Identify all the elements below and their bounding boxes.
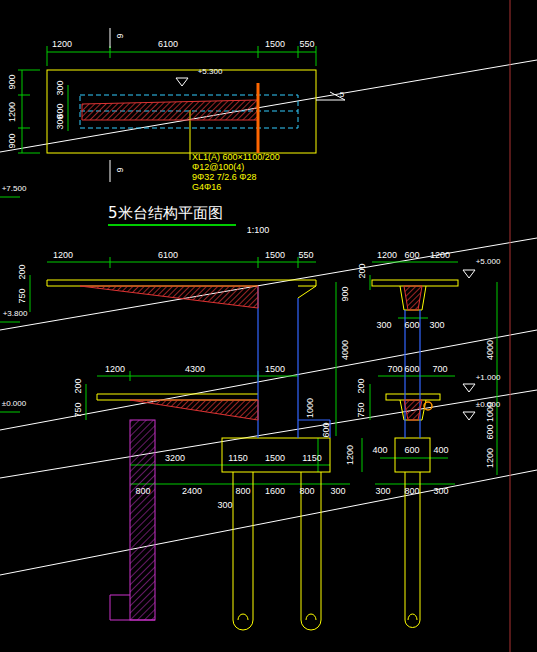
dimension-label: 300 [56, 80, 65, 95]
dimension-label: 4300 [185, 365, 205, 374]
dimension-label: 1200 [105, 365, 125, 374]
dimension-label: 600 [404, 365, 419, 374]
dimension-label: 9Φ32 7/2.6 Φ28 [192, 173, 256, 182]
dimension-label: 1200 [8, 102, 17, 122]
dimension-label: 600 [404, 251, 419, 260]
dimension-label: 4000 [486, 340, 495, 360]
dimension-label: 1200 [52, 40, 72, 49]
dimension-label: 1200 [430, 251, 450, 260]
dimension-label: 400 [372, 446, 387, 455]
dimension-label: 1150 [228, 454, 247, 463]
drawing-title: 5米台结构平面图 [108, 206, 223, 221]
dimension-label: 900 [8, 74, 17, 89]
dimension-label: 1500 [265, 454, 285, 463]
dimension-label: Φ12@100(4) [192, 163, 244, 172]
dimension-label: 600 [404, 321, 419, 330]
dimension-label: 1000 [306, 398, 315, 418]
dimension-label: +5.300 [198, 68, 223, 76]
dimension-label: 800 [235, 487, 250, 496]
dimension-label: 9 [116, 33, 125, 38]
dimension-label: 300 [330, 487, 345, 496]
dimension-label: 300 [429, 321, 444, 330]
dimension-label: XL1(A) 600×1100/200 [192, 153, 280, 162]
dimension-label: 2400 [182, 487, 202, 496]
dimension-label: 300 [217, 501, 232, 510]
dimension-label: 9 [116, 167, 125, 172]
dimension-label: +3.800 [3, 310, 28, 318]
dimension-label: 1:100 [247, 226, 270, 235]
dimension-label: 1200 [486, 448, 495, 468]
dimension-label: ±0.000 [2, 400, 26, 408]
dimension-label: 1150 [302, 454, 321, 463]
dimension-label: 900 [8, 133, 17, 148]
dimension-label: 700 [432, 365, 447, 374]
dimension-label: 1200 [53, 251, 73, 260]
dimension-label: +1.000 [476, 374, 501, 382]
dimension-label: 6100 [158, 40, 178, 49]
dimension-label: +7.500 [2, 185, 27, 193]
dimension-label: 4000 [341, 340, 350, 360]
dimension-label: 550 [299, 40, 314, 49]
dimension-label: 600 [322, 422, 331, 437]
dimension-label: 1500 [265, 251, 285, 260]
dimension-label: 300 [433, 487, 448, 496]
dimension-label: 600 [486, 424, 495, 439]
dimension-label: 750 [74, 402, 83, 417]
dimension-label: G4Φ16 [192, 183, 221, 192]
dimension-label: 750 [18, 288, 27, 303]
dimension-label: 750 [357, 402, 366, 417]
dimension-label: 800 [135, 487, 150, 496]
dimension-label: 1500 [265, 40, 285, 49]
dimension-label: 200 [18, 264, 27, 279]
dimension-label: 3200 [165, 454, 185, 463]
dimension-label: 1200 [346, 445, 355, 465]
dimension-label: 900 [341, 286, 350, 301]
dimension-label: 400 [433, 446, 448, 455]
dimension-label: 200 [358, 263, 367, 278]
dimension-label: 1200 [377, 251, 397, 260]
dimension-label: 550 [298, 251, 313, 260]
dimension-label: 200 [74, 378, 83, 393]
dimension-label: 300 [376, 321, 391, 330]
dimension-label: 6100 [158, 251, 178, 260]
dimension-label: 300 [375, 487, 390, 496]
dimension-label: 800 [299, 487, 314, 496]
dimension-label: 5 [340, 91, 344, 99]
dimension-label: 1500 [265, 365, 285, 374]
dimension-label: 700 [387, 365, 402, 374]
dimension-label: 600 [404, 446, 419, 455]
dimension-label: +5.000 [476, 258, 501, 266]
dimension-label: 1000 [486, 402, 495, 422]
dimension-label: 1600 [265, 487, 285, 496]
dimension-label: 800 [404, 487, 419, 496]
dimension-label: 300 [56, 114, 65, 129]
dimension-label: 200 [357, 378, 366, 393]
